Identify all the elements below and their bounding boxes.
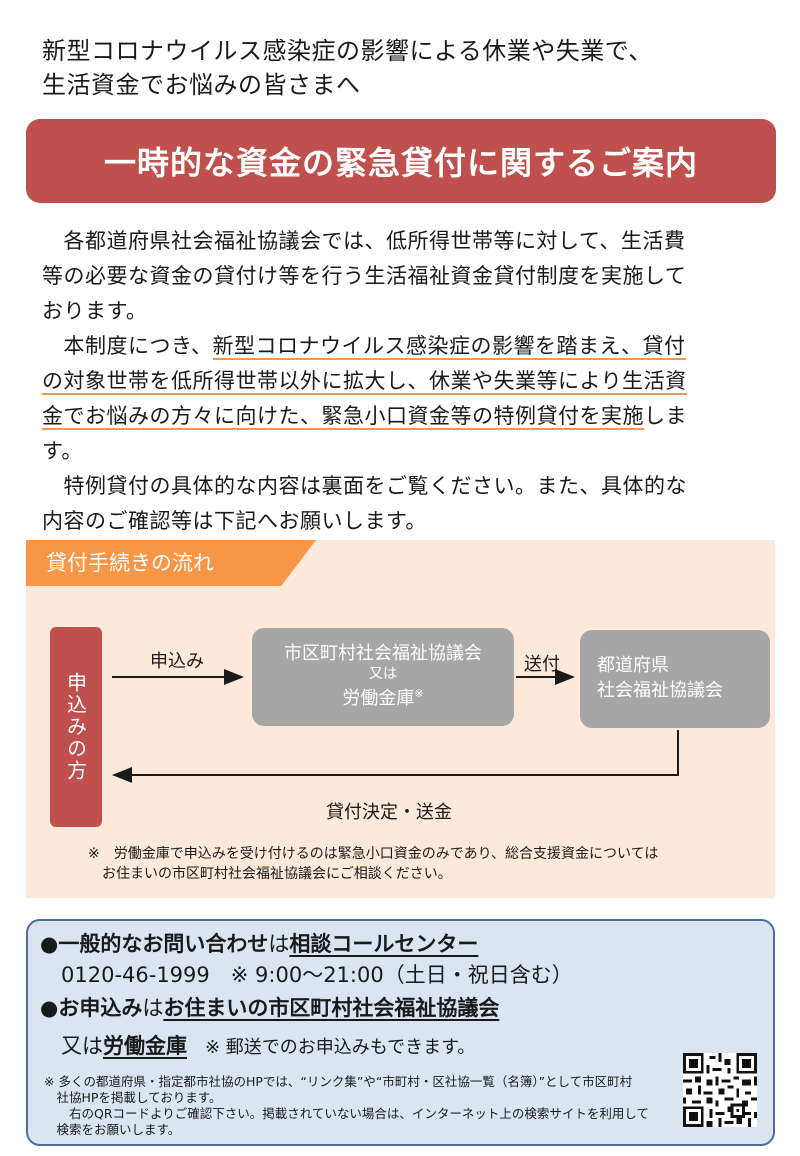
intro-highlight: 金でお悩みの方々に向けた、緊急小口資金等の特例貸付を実施	[42, 404, 644, 430]
intro-text: 本制度につき、	[42, 334, 213, 358]
or-line: 又は労働金庫 ※ 郵送でのお申込みもできます。	[40, 1031, 475, 1063]
particle: は	[268, 932, 290, 956]
phone-line: 0120-46-1999 ※ 9:00～21:00（土日・祝日含む）	[40, 963, 573, 987]
or-text: 又は	[40, 1034, 103, 1058]
intro-line: 等の必要な資金の貸付け等を行う生活福祉資金貸付制度を実施して	[42, 264, 687, 288]
intro-line: 特例貸付の具体的な内容は裏面をご覧ください。また、具体的な	[42, 474, 687, 498]
contact-note-line: ※ 多くの都道府県・指定都市社協のHPでは、“リンク集”や“市町村・区社協一覧（…	[44, 1074, 633, 1089]
general-inquiry-line: ●一般的なお問い合わせは相談コールセンター	[40, 929, 478, 959]
council-box: 市区町村社会福祉協議会 又は 労働金庫※	[252, 628, 514, 726]
prefecture-box: 都道府県 社会福祉協議会	[580, 630, 770, 728]
header-line-2: 生活資金でお悩みの皆さまへ	[42, 71, 361, 99]
intro-line: おります。	[42, 299, 148, 323]
council-name: 市区町村社会福祉協議会	[284, 643, 482, 664]
intro-line: す。	[42, 439, 83, 463]
bullet: ●	[40, 932, 59, 956]
header-line-1: 新型コロナウイルス感染症の影響による休業や失業で、	[42, 37, 653, 65]
intro-line: 内容のご確認等は下記へお願いします。	[42, 509, 427, 533]
rokin-note-mark: ※	[414, 687, 424, 700]
flow-note: ※ 労働金庫で申込みを受け付けるのは緊急小口資金のみであり、総合支援資金について…	[88, 844, 658, 884]
rokin-name: 労働金庫※	[252, 682, 514, 711]
apply-line: ●お申込みはお住まいの市区町村社会福祉協議会	[40, 993, 499, 1023]
intro-line: の対象世帯を低所得世帯以外に拡大し、休業や失業等により生活資	[42, 364, 687, 399]
prefecture-label-1: 都道府県	[597, 655, 669, 676]
mail-note: ※ 郵送でのお申込みもできます。	[187, 1037, 476, 1058]
council-or: 又は	[369, 666, 397, 682]
intro-line: 本制度につき、新型コロナウイルス感染症の影響を踏まえ、貸付	[42, 329, 686, 364]
call-center-label: 相談コールセンター	[289, 932, 479, 956]
flow-tab	[26, 540, 316, 586]
particle: は	[142, 996, 164, 1020]
apply-label: お申込み	[58, 996, 143, 1020]
return-arrow	[112, 730, 679, 783]
applicant-label: 申込みの方	[63, 672, 88, 782]
contact-note-line: 社協HPを掲載しております。	[44, 1090, 222, 1105]
title-banner: 一時的な資金の緊急貸付に関するご案内	[26, 119, 776, 203]
flow-note-line: ※ 労働金庫で申込みを受け付けるのは緊急小口資金のみであり、総合支援資金について…	[88, 846, 659, 862]
flow-note-line: お住まいの市区町村社会福祉協議会にご相談ください。	[88, 866, 452, 882]
contact-panel	[26, 919, 775, 1146]
intro-highlight: の対象世帯を低所得世帯以外に拡大し、休業や失業等により生活資	[42, 369, 687, 395]
flow-tab-label: 貸付手続きの流れ	[46, 551, 214, 575]
intro-line: 金でお悩みの方々に向けた、緊急小口資金等の特例貸付を実施しま	[42, 399, 687, 434]
qr-code-icon[interactable]	[683, 1053, 757, 1127]
contact-note: ※ 多くの都道府県・指定都市社協のHPでは、“リンク集”や“市町村・区社協一覧（…	[44, 1074, 674, 1138]
rokin-label: 労働金庫	[342, 688, 415, 709]
send-label: 送付	[524, 654, 560, 675]
prefecture-label-2: 社会福祉協議会	[597, 680, 723, 701]
decision-label: 貸付決定・送金	[326, 802, 452, 823]
applicant-box: 申込みの方	[50, 627, 102, 827]
intro-highlight: 新型コロナウイルス感染症の影響を踏まえ、貸付	[212, 334, 686, 360]
intro-text: しま	[644, 404, 687, 428]
bullet: ●	[40, 996, 59, 1020]
intro-line: 各都道府県社会福祉協議会では、低所得世帯等に対して、生活費	[42, 229, 686, 253]
local-council-label: お住まいの市区町村社会福祉協議会	[163, 996, 500, 1020]
contact-note-line: 右のQRコードよりご確認下さい。掲載されていない場合は、インターネット上の検索サ…	[44, 1106, 650, 1121]
flow-arrows	[112, 669, 679, 783]
apply-label: 申込み	[150, 651, 204, 672]
rokin-contact-label: 労働金庫	[103, 1034, 187, 1058]
contact-note-line: 検索をお願いします。	[44, 1122, 181, 1137]
general-inquiry-label: 一般的なお問い合わせ	[58, 932, 269, 956]
page-title: 一時的な資金の緊急貸付に関するご案内	[103, 144, 698, 182]
